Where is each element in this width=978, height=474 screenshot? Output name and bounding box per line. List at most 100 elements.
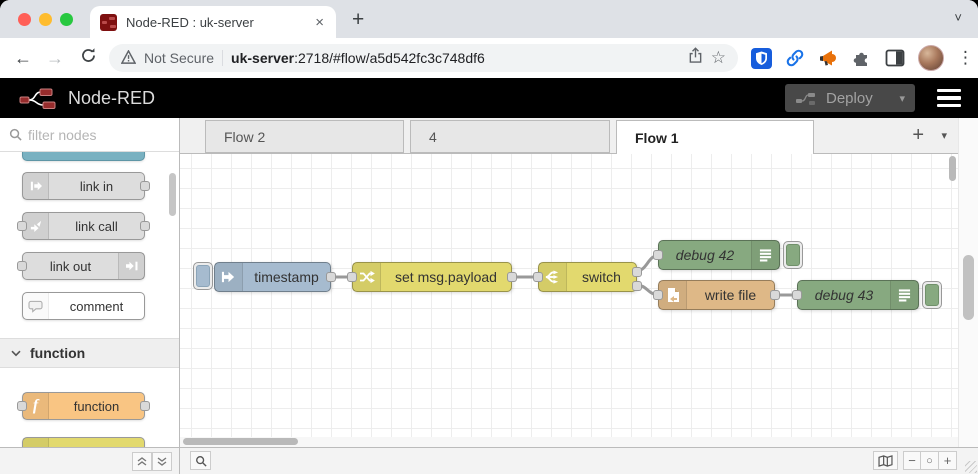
input-port[interactable] xyxy=(347,272,357,282)
node-label: set msg.payload xyxy=(395,269,497,285)
new-tab-button[interactable]: + xyxy=(352,8,365,31)
palette-collapse-up-icon[interactable] xyxy=(132,451,152,471)
output-port[interactable] xyxy=(140,181,150,191)
inject-arrow-icon xyxy=(215,263,243,291)
bookmark-star-icon[interactable]: ☆ xyxy=(710,48,726,67)
input-port[interactable] xyxy=(792,290,802,300)
deploy-button[interactable]: Deploy ▾ xyxy=(785,84,915,112)
zoom-out-button[interactable]: − xyxy=(903,451,921,470)
palette-node-function[interactable]: f function xyxy=(17,392,150,420)
palette-expand-down-icon[interactable] xyxy=(152,451,172,471)
palette-node-comment[interactable]: comment xyxy=(22,292,145,320)
flow-canvas[interactable]: timestamp set msg.payload xyxy=(180,154,958,437)
output-port-1[interactable] xyxy=(632,267,642,277)
browser-tab-strip: Node-RED : uk-server × + ˅ xyxy=(0,0,978,38)
palette-scrollbar-thumb[interactable] xyxy=(169,173,176,216)
palette-node-switch-partial[interactable] xyxy=(22,437,145,447)
node-label: switch xyxy=(582,269,621,285)
link-call-icon xyxy=(23,213,49,239)
inject-node[interactable]: timestamp xyxy=(214,262,336,292)
input-port[interactable] xyxy=(17,261,27,271)
palette-node-status-partial[interactable] xyxy=(22,152,145,161)
not-secure-label[interactable]: Not Secure xyxy=(144,50,215,66)
bitwarden-shield-icon[interactable] xyxy=(751,47,772,69)
node-label: link in xyxy=(79,178,114,194)
change-node[interactable]: set msg.payload xyxy=(347,262,517,292)
fullscreen-window-button[interactable] xyxy=(60,13,73,26)
back-button[interactable]: ← xyxy=(14,47,32,68)
add-flow-button[interactable]: + xyxy=(912,124,924,146)
share-icon[interactable] xyxy=(688,47,703,69)
browser-toolbar: ← → Not Secure uk-server:2718/#flow/a5d5… xyxy=(0,38,978,78)
flow-list-chevron-icon[interactable]: ▾ xyxy=(941,130,947,142)
output-port[interactable] xyxy=(326,272,336,282)
input-port[interactable] xyxy=(653,290,663,300)
file-icon xyxy=(659,281,687,309)
browser-menu-icon[interactable]: ⋮ xyxy=(957,48,974,67)
debug-43-node[interactable]: debug 43 xyxy=(792,280,919,310)
node-red-header: Node-RED Deploy ▾ xyxy=(0,78,978,118)
canvas-vertical-scrollbar-thumb[interactable] xyxy=(949,156,956,181)
extensions-puzzle-icon[interactable] xyxy=(852,48,872,68)
minimize-window-button[interactable] xyxy=(39,13,52,26)
palette-search[interactable] xyxy=(0,118,179,152)
node-label: debug 43 xyxy=(814,287,874,303)
debug-42-toggle-button[interactable] xyxy=(783,241,803,269)
palette-node-link-in[interactable]: link in xyxy=(22,172,150,200)
palette-filter-input[interactable] xyxy=(28,126,158,143)
palette-node-link-out[interactable]: link out xyxy=(17,252,145,280)
main-menu-icon[interactable] xyxy=(937,88,961,108)
palette-category-function[interactable]: function xyxy=(0,338,179,368)
node-label: timestamp xyxy=(254,269,319,285)
window-controls xyxy=(18,13,73,26)
deploy-options-chevron-icon[interactable]: ▾ xyxy=(899,92,905,105)
navigator-map-icon[interactable] xyxy=(873,451,898,470)
profile-avatar[interactable] xyxy=(918,45,944,71)
output-port[interactable] xyxy=(140,221,150,231)
close-window-button[interactable] xyxy=(18,13,31,26)
browser-tab[interactable]: Node-RED : uk-server × xyxy=(90,6,336,38)
side-panel-icon[interactable] xyxy=(885,49,905,67)
window-resize-corner[interactable] xyxy=(965,461,977,473)
omnibox-divider xyxy=(222,50,224,66)
zoom-in-button[interactable]: + xyxy=(939,451,957,470)
flow-tab-1-active[interactable]: Flow 1 xyxy=(616,120,814,154)
link-icon[interactable] xyxy=(785,48,805,68)
write-file-node[interactable]: write file xyxy=(653,280,780,310)
address-bar[interactable]: Not Secure uk-server:2718/#flow/a5d542fc… xyxy=(109,44,738,72)
page-scrollbar-thumb[interactable] xyxy=(963,255,974,320)
url-text[interactable]: uk-server:2718/#flow/a5d542fc3c748df6 xyxy=(231,50,680,66)
canvas-horizontal-scrollbar[interactable] xyxy=(180,437,958,447)
output-port[interactable] xyxy=(507,272,517,282)
zoom-reset-button[interactable]: ○ xyxy=(921,451,939,470)
palette-node-link-call[interactable]: link call xyxy=(17,212,150,240)
close-tab-icon[interactable]: × xyxy=(315,13,324,31)
link-out-icon xyxy=(118,253,144,279)
inject-trigger-button[interactable] xyxy=(193,262,213,290)
input-port[interactable] xyxy=(17,221,27,231)
flow-workspace: Flow 2 4 Flow 1 + ▾ xyxy=(180,118,958,447)
comment-bubble-icon xyxy=(23,293,49,319)
switch-node[interactable]: switch xyxy=(533,262,642,292)
output-port[interactable] xyxy=(770,290,780,300)
tab-search-chevron-icon[interactable]: ˅ xyxy=(954,10,962,25)
output-port-2[interactable] xyxy=(632,281,642,291)
canvas-footer: − ○ + xyxy=(180,448,978,474)
output-port[interactable] xyxy=(140,401,150,411)
input-port[interactable] xyxy=(17,401,27,411)
flow-tab-4[interactable]: 4 xyxy=(410,120,610,153)
input-port[interactable] xyxy=(533,272,543,282)
debug-43-toggle-button[interactable] xyxy=(922,281,942,309)
canvas-horizontal-scrollbar-thumb[interactable] xyxy=(183,438,298,445)
search-flows-icon[interactable] xyxy=(190,451,211,470)
node-label: link out xyxy=(49,258,92,274)
flow-tab-label: 4 xyxy=(429,128,437,145)
page-scrollbar[interactable] xyxy=(958,118,978,447)
debug-42-node[interactable]: debug 42 xyxy=(653,240,780,270)
megaphone-icon[interactable] xyxy=(818,48,839,68)
reload-button[interactable] xyxy=(80,47,97,69)
not-secure-warning-icon xyxy=(120,48,137,67)
input-port[interactable] xyxy=(653,250,663,260)
flow-tab-2[interactable]: Flow 2 xyxy=(205,120,404,153)
link-in-icon xyxy=(23,173,49,199)
